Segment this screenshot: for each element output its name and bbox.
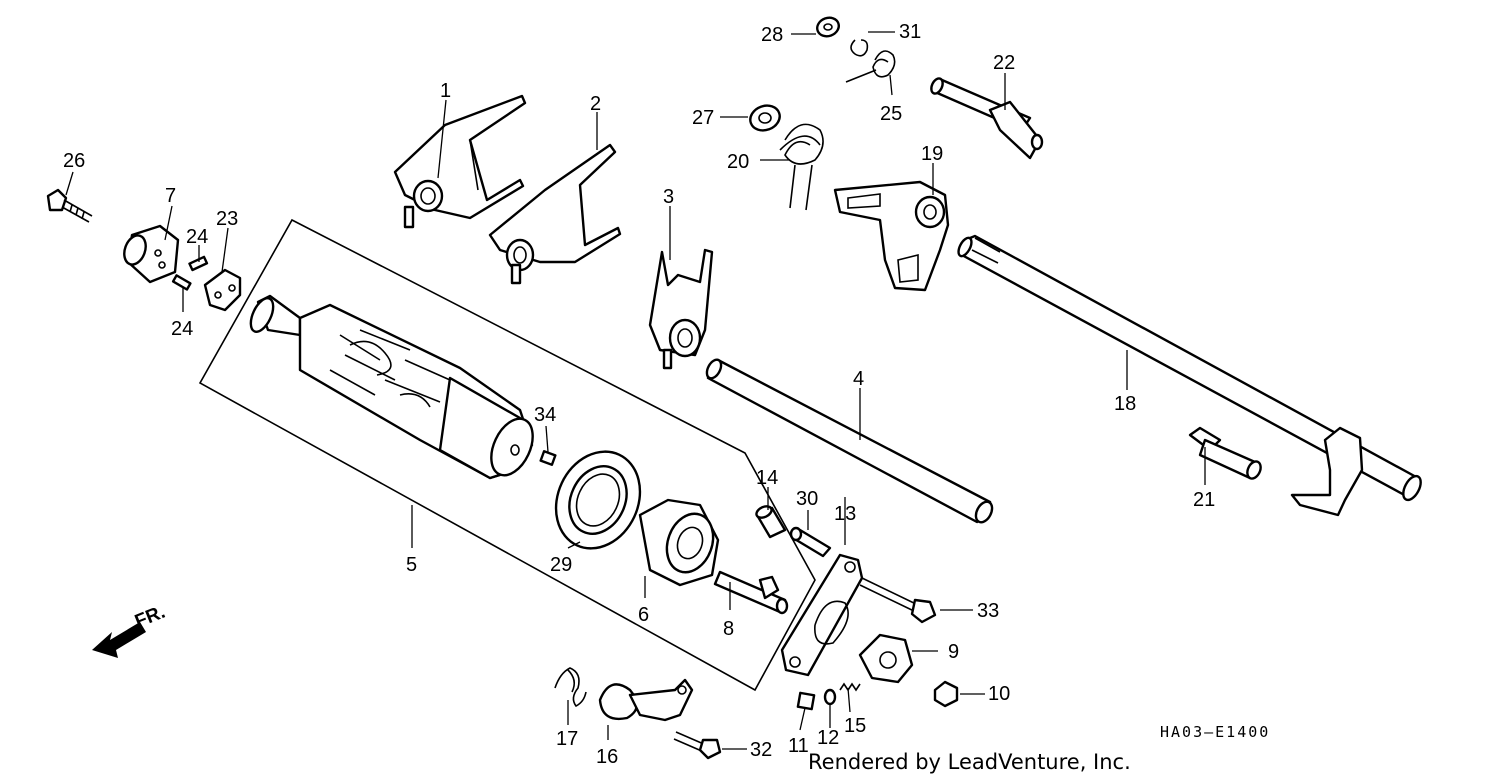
callout-15[interactable]: 15: [844, 715, 866, 737]
callout-31[interactable]: 31: [899, 21, 921, 43]
callout-5[interactable]: 5: [406, 554, 417, 576]
callout-34[interactable]: 34: [534, 404, 556, 426]
callout-28[interactable]: 28: [761, 24, 783, 46]
callout-30[interactable]: 30: [796, 488, 818, 510]
callout-24-lower[interactable]: 24: [171, 318, 193, 340]
shift-arm-pin-22[interactable]: [929, 77, 1044, 160]
callout-16[interactable]: 16: [596, 746, 618, 768]
callout-25[interactable]: 25: [880, 103, 902, 125]
spring-17[interactable]: [554, 667, 587, 708]
callout-19[interactable]: 19: [921, 143, 943, 165]
render-credit: Rendered by LeadVenture, Inc.: [808, 750, 1131, 774]
fork-shaft-4[interactable]: [704, 357, 995, 525]
stud-pin-8[interactable]: [713, 570, 789, 615]
bearing-29[interactable]: [541, 438, 656, 562]
clip-31[interactable]: [850, 39, 869, 57]
washer-27[interactable]: [747, 102, 783, 135]
stopper-arm-9[interactable]: [858, 633, 914, 684]
collar-14[interactable]: [755, 504, 787, 539]
callout-26[interactable]: 26: [63, 150, 85, 172]
front-direction-arrow: FR.: [92, 602, 168, 658]
washer-28[interactable]: [815, 15, 842, 39]
callout-2[interactable]: 2: [590, 93, 601, 115]
callout-22[interactable]: 22: [993, 52, 1015, 74]
drum-group-box: [198, 218, 816, 692]
callout-labels: 1 2 3 4 5 6 7 8 9 10 11 12 13 14 15 16 1…: [63, 21, 1215, 768]
callout-7[interactable]: 7: [165, 185, 176, 207]
dowel-pin-24-lower[interactable]: [171, 274, 192, 291]
callout-20[interactable]: 20: [727, 151, 749, 173]
bearing-holder-7[interactable]: [120, 224, 180, 284]
callout-10[interactable]: 10: [988, 683, 1010, 705]
return-spring-20[interactable]: [779, 123, 824, 211]
callout-24-upper[interactable]: 24: [186, 226, 208, 248]
callout-21[interactable]: 21: [1193, 489, 1215, 511]
nut-10[interactable]: [933, 680, 959, 708]
front-label: FR.: [132, 602, 168, 633]
gearshift-spindle-18[interactable]: [956, 234, 1424, 517]
callout-12[interactable]: 12: [817, 727, 839, 749]
bolt-26[interactable]: [46, 188, 93, 223]
shift-arm-16[interactable]: [598, 678, 694, 722]
stud-21[interactable]: [1188, 426, 1263, 481]
leader-lines: [65, 31, 1206, 750]
callout-9[interactable]: 9: [948, 641, 959, 663]
bolt-32[interactable]: [673, 731, 722, 760]
callout-27[interactable]: 27: [692, 107, 714, 129]
callout-32[interactable]: 32: [750, 739, 772, 761]
callout-8[interactable]: 8: [723, 618, 734, 640]
callout-18[interactable]: 18: [1114, 393, 1136, 415]
callout-13[interactable]: 13: [834, 503, 856, 525]
drawing-code: HA03—E1400: [1160, 723, 1270, 741]
callout-1[interactable]: 1: [440, 80, 451, 102]
callout-17[interactable]: 17: [556, 728, 578, 750]
shift-drum-5[interactable]: [246, 294, 541, 482]
stopper-plate-13[interactable]: [780, 553, 864, 677]
callout-33[interactable]: 33: [977, 600, 999, 622]
shift-arm-plate-19[interactable]: [833, 180, 950, 292]
shift-fork-1[interactable]: [393, 94, 527, 229]
callout-29[interactable]: 29: [550, 554, 572, 576]
callout-4[interactable]: 4: [853, 368, 864, 390]
spring-25[interactable]: [845, 50, 896, 83]
shift-fork-2[interactable]: [488, 143, 622, 285]
drum-center-6[interactable]: [638, 498, 721, 587]
callout-23[interactable]: 23: [216, 208, 238, 230]
callout-14[interactable]: 14: [756, 467, 778, 489]
pin-34[interactable]: [539, 450, 557, 466]
front-arrow-icon: [92, 622, 146, 658]
dowel-pin-24-upper[interactable]: [188, 255, 209, 272]
pin-12[interactable]: [823, 688, 837, 706]
plate-23[interactable]: [203, 268, 242, 312]
callout-3[interactable]: 3: [663, 186, 674, 208]
spring-15[interactable]: [839, 682, 861, 692]
bolt-33[interactable]: [859, 577, 937, 624]
shift-fork-3[interactable]: [648, 248, 714, 370]
collar-11[interactable]: [796, 691, 816, 711]
callout-11[interactable]: 11: [788, 735, 809, 757]
callout-6[interactable]: 6: [638, 604, 649, 626]
collar-30[interactable]: [789, 526, 832, 558]
